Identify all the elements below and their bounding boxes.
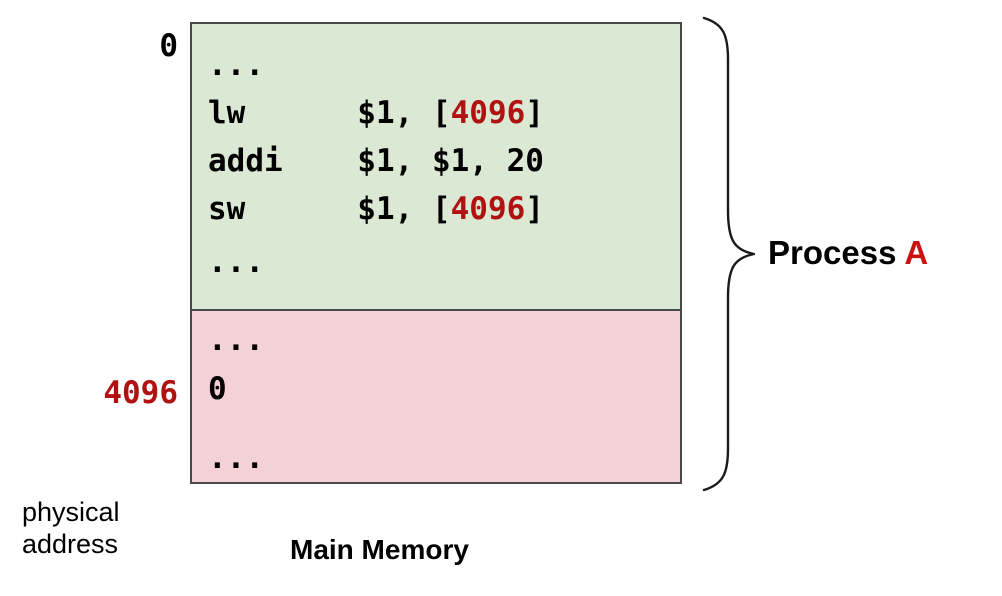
process-a-label: Process A (768, 234, 928, 272)
code-line-lw-address: 4096 (450, 95, 526, 131)
physical-address-caption: physical address (22, 497, 172, 561)
address-label-top: 0 (159, 28, 178, 64)
data-line-value: 0 (208, 371, 227, 407)
code-line-sw-address: 4096 (450, 191, 526, 227)
code-line-ellipsis-top: ... (208, 47, 264, 83)
code-line-lw-suffix: ] (525, 95, 544, 131)
code-line-lw-prefix: lw $1, [ (208, 95, 451, 131)
code-line-sw-prefix: sw $1, [ (208, 191, 451, 227)
process-a-data-region: ... 0 ... (192, 311, 680, 482)
data-line-ellipsis-bottom: ... (208, 440, 264, 476)
code-line-sw-suffix: ] (525, 191, 544, 227)
address-label-bottom: 4096 (103, 375, 178, 411)
code-line-ellipsis-bottom: ... (208, 244, 264, 280)
main-memory-box: ... lw $1, [4096] addi $1, $1, 20 sw $1,… (190, 22, 682, 484)
curly-brace-icon (702, 16, 756, 492)
code-line-addi: addi $1, $1, 20 (208, 143, 544, 179)
data-line-ellipsis-top: ... (208, 322, 264, 358)
main-memory-caption: Main Memory (290, 534, 469, 565)
physical-address-line-2: address (22, 528, 119, 559)
code-line-sw: sw $1, [4096] (208, 194, 544, 225)
physical-address-line-1: physical (22, 497, 120, 527)
code-line-lw: lw $1, [4096] (208, 98, 544, 129)
process-label-prefix: Process (768, 234, 905, 271)
process-label-name: A (904, 234, 929, 271)
process-a-code-region: ... lw $1, [4096] addi $1, $1, 20 sw $1,… (192, 24, 680, 311)
